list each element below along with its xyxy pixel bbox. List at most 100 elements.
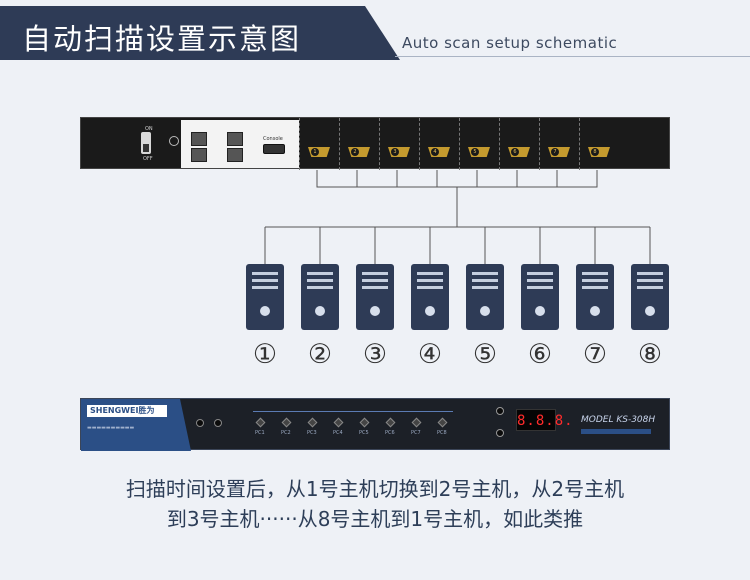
hdmi-port-icon xyxy=(388,147,410,157)
page-title: 自动扫描设置示意图 xyxy=(22,22,302,56)
computer-tower-icon xyxy=(356,264,394,330)
scan-button[interactable] xyxy=(496,407,504,415)
drive-slot xyxy=(582,272,608,275)
wire-hdmi-bus xyxy=(316,170,598,188)
power-switch[interactable] xyxy=(141,132,151,154)
drive-slot xyxy=(472,279,498,282)
pc-select-button[interactable] xyxy=(411,417,422,428)
drive-slot xyxy=(472,286,498,289)
pc-select-button[interactable] xyxy=(359,417,370,428)
computer-number: ④ xyxy=(417,339,443,370)
drive-slot xyxy=(252,279,278,282)
drive-slot xyxy=(582,279,608,282)
brand-logo: SHENGWEI胜为 xyxy=(87,405,167,417)
power-button-icon xyxy=(370,306,380,316)
computer-number: ③ xyxy=(362,339,388,370)
drive-slot xyxy=(637,272,663,275)
pc-select-button[interactable] xyxy=(255,417,266,428)
power-switch-knob xyxy=(143,144,149,152)
power-button-icon xyxy=(645,306,655,316)
drive-slot xyxy=(527,272,553,275)
caption: 扫描时间设置后，从1号主机切换到2号主机，从2号主机 到3号主机······从8… xyxy=(0,474,750,534)
drive-slot xyxy=(362,279,388,282)
pc-select-label: PC4 xyxy=(333,430,343,436)
usb-port-icon xyxy=(227,148,243,162)
pc-select-label: PC1 xyxy=(255,430,265,436)
caption-line-1: 扫描时间设置后，从1号主机切换到2号主机，从2号主机 xyxy=(125,477,625,501)
drive-slot xyxy=(637,279,663,282)
power-button-icon xyxy=(535,306,545,316)
drive-slot xyxy=(362,272,388,275)
kvm-front-panel: SHENGWEI胜为 ▬▬▬▬▬▬▬▬▬▬ PC1 PC2 PC3 PC4 PC5 PC6… xyxy=(80,398,670,451)
computer-tower-icon xyxy=(631,264,669,330)
hdmi-port-icon xyxy=(308,147,330,157)
switch-button-bar xyxy=(253,411,453,412)
power-off-label: OFF xyxy=(143,156,153,162)
computer-number: ⑦ xyxy=(582,339,608,370)
computer-tower-icon xyxy=(411,264,449,330)
computer-tower-icon xyxy=(521,264,559,330)
hdmi-port-number: 2 xyxy=(351,148,359,156)
hdmi-port-icon xyxy=(348,147,370,157)
hdmi-input-cell: 7 xyxy=(539,118,579,170)
hdmi-port-number: 7 xyxy=(551,148,559,156)
header-rule xyxy=(395,56,750,57)
hdmi-port-number: 6 xyxy=(511,148,519,156)
drive-slot xyxy=(527,286,553,289)
computer-tower-icon xyxy=(246,264,284,330)
hdmi-input-cell: 1 xyxy=(299,118,339,170)
pc-select-label: PC3 xyxy=(307,430,317,436)
drive-slot xyxy=(307,279,333,282)
hdmi-port-number: 8 xyxy=(591,148,599,156)
computer-tower-icon xyxy=(301,264,339,330)
hdmi-port-icon xyxy=(428,147,450,157)
pc-select-label: PC7 xyxy=(411,430,421,436)
front-tagline-stripe: ▬▬▬▬▬▬▬▬▬▬ xyxy=(87,425,135,431)
power-button-icon xyxy=(590,306,600,316)
console-label: Console xyxy=(263,136,283,142)
hdmi-input-cell: 6 xyxy=(499,118,539,170)
hdmi-port-icon xyxy=(548,147,570,157)
drive-slot xyxy=(307,286,333,289)
pc-select-button[interactable] xyxy=(437,417,448,428)
pc-select-button[interactable] xyxy=(333,417,344,428)
hdmi-input-cell: 5 xyxy=(459,118,499,170)
computer-number: ⑧ xyxy=(637,339,663,370)
mode-button[interactable] xyxy=(496,429,504,437)
hdmi-input-cell: 8 xyxy=(579,118,619,170)
computer-number: ② xyxy=(307,339,333,370)
power-button-icon xyxy=(425,306,435,316)
usb-port-icon xyxy=(191,148,207,162)
hdmi-input-cell: 4 xyxy=(419,118,459,170)
header-bar xyxy=(0,6,400,60)
usb-port-icon xyxy=(191,132,207,146)
power-button-icon xyxy=(480,306,490,316)
front-port-icon xyxy=(214,419,222,427)
drive-slot xyxy=(637,286,663,289)
hdmi-port-icon xyxy=(468,147,490,157)
dc-power-icon xyxy=(169,136,179,146)
computer-tower-icon xyxy=(466,264,504,330)
drive-slot xyxy=(307,272,333,275)
drive-slot xyxy=(417,279,443,282)
front-port-icon xyxy=(196,419,204,427)
computer-number: ⑤ xyxy=(472,339,498,370)
pc-select-label: PC5 xyxy=(359,430,369,436)
usb-port-icon xyxy=(227,132,243,146)
pc-select-button[interactable] xyxy=(307,417,318,428)
pc-select-label: PC2 xyxy=(281,430,291,436)
hdmi-port-icon xyxy=(508,147,530,157)
pc-select-button[interactable] xyxy=(281,417,292,428)
hdmi-port-icon xyxy=(588,147,610,157)
usb-panel: Console xyxy=(181,120,299,168)
power-button-icon xyxy=(260,306,270,316)
hdmi-port-number: 1 xyxy=(311,148,319,156)
pc-select-button[interactable] xyxy=(385,417,396,428)
pc-select-label: PC6 xyxy=(385,430,395,436)
hdmi-port-number: 3 xyxy=(391,148,399,156)
drive-slot xyxy=(417,272,443,275)
drive-slot xyxy=(362,286,388,289)
drive-slot xyxy=(527,279,553,282)
